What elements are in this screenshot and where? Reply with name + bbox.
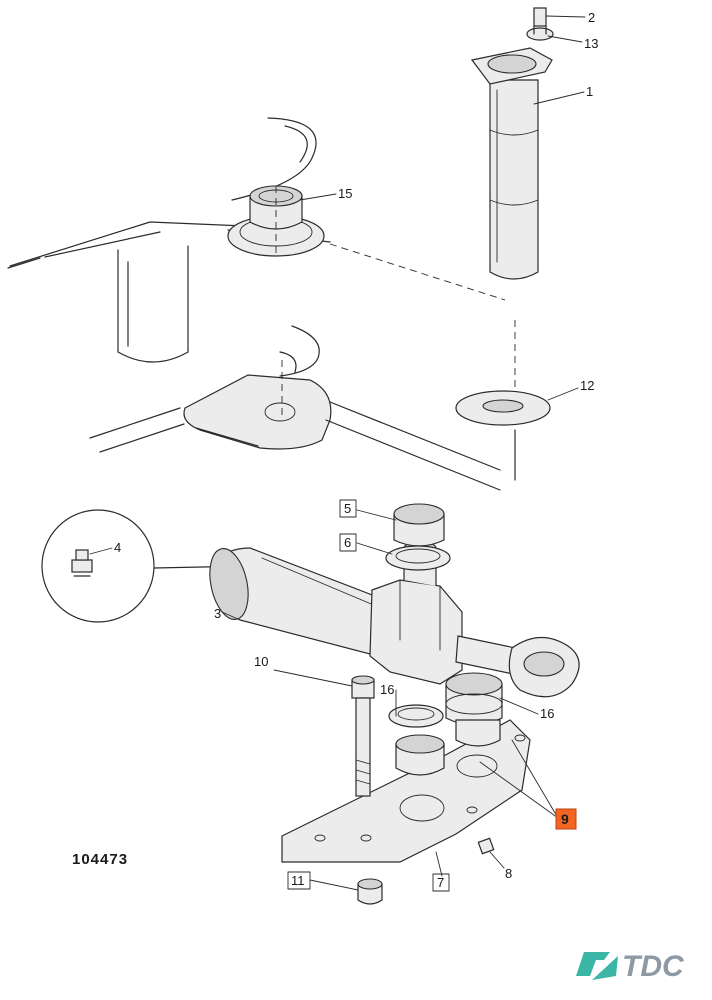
leader-lines (89, 15, 586, 891)
callout-7: 7 (437, 875, 444, 890)
mounting-plate (281, 719, 531, 863)
grease-nipple (477, 837, 495, 855)
pivot-pin (470, 47, 553, 280)
callout-3: 3 (214, 606, 221, 621)
nut (357, 878, 383, 905)
bush-right (445, 672, 503, 747)
brand-logo: TDC (576, 950, 685, 983)
callout-2: 2 (588, 10, 595, 25)
chassis-frame (7, 117, 516, 491)
callout-5: 5 (344, 501, 351, 516)
callout-16-right: 16 (540, 706, 554, 721)
thrust-washer (455, 390, 551, 426)
ram-cylinder (209, 547, 381, 655)
piston-rod (455, 635, 580, 698)
seal-ring-top (385, 545, 451, 571)
bolt-and-washer (526, 7, 554, 41)
pivot-boss (227, 185, 325, 257)
callout-9-highlight[interactable] (555, 808, 577, 830)
logo-text: TDC (622, 950, 685, 983)
callout-13: 13 (584, 36, 598, 51)
callout-labels: 2 13 1 15 12 5 6 4 3 10 16 16 9 8 7 11 (114, 10, 598, 892)
callout-6: 6 (344, 535, 351, 550)
callout-1: 1 (586, 84, 593, 99)
callout-4: 4 (114, 540, 121, 555)
callout-16-left: 16 (380, 682, 394, 697)
logo-mark-icon (576, 952, 618, 980)
callout-9[interactable]: 9 (561, 811, 569, 827)
top-cap (393, 503, 445, 547)
inset-detail (41, 509, 251, 623)
callout-15: 15 (338, 186, 352, 201)
callout-11: 11 (291, 873, 305, 888)
callout-10: 10 (254, 654, 268, 669)
callout-8: 8 (505, 866, 512, 881)
axis-guides (275, 186, 516, 420)
bush-left (388, 704, 445, 776)
callout-12: 12 (580, 378, 594, 393)
drawing-reference-number: 104473 (72, 851, 128, 868)
stud-bolt (351, 675, 375, 797)
